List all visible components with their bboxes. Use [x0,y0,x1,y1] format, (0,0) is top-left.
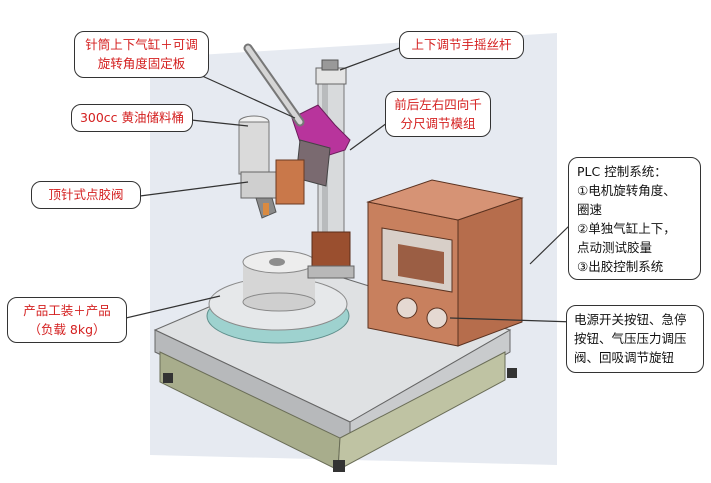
valve-copper [275,159,305,205]
cabinet-knob-left [396,297,418,319]
callout-plc: PLC 控制系统： ①电机旋转角度、 圈速 ②单独气缸上下， 点动测试胶量 ③出… [568,157,701,280]
screw-knob [321,59,339,71]
leader-module [349,122,388,151]
callout-grease-tank: 300cc 黄油储料桶 [71,104,193,132]
leader-lines [125,45,576,323]
callout-text: 分尺调节模组 [400,116,476,131]
leader-buttons [449,317,576,323]
callout-text: ③出胶控制系统 [577,259,664,274]
leader-grease-tank [190,119,249,127]
callout-valve: 顶针式点胶阀 [31,181,141,209]
leader-needle-cylinder [199,74,296,119]
callout-text: 阀、回吸调节旋钮 [574,350,675,365]
callout-needle-cylinder: 针筒上下气缸＋可调 旋转角度固定板 [74,31,209,78]
callout-text: 电源开关按钮、急停 [574,312,687,327]
callout-module: 前后左右四向千 分尺调节模组 [385,91,491,137]
product-bottom [242,292,316,312]
foot-mid [333,460,345,472]
callout-text: 点动测试胶量 [577,240,653,255]
leader-plc [529,225,570,265]
leader-valve [139,181,249,197]
callout-text: PLC 控制系统： [577,164,667,179]
callout-text: 旋转角度固定板 [97,56,186,71]
leader-screw-rod [339,45,406,71]
callout-text: 顶针式点胶阀 [48,187,124,202]
callout-text: 前后左右四向千 [394,97,482,112]
callout-text: 针筒上下气缸＋可调 [85,37,198,52]
leader-fixture [125,295,221,319]
valve-body [240,171,282,199]
callout-text: 按钮、气压压力调压 [574,331,687,346]
foot-right [507,368,517,378]
callout-screw-rod: 上下调节手摇丝杆 [399,31,524,59]
cabinet-knob-right [426,307,448,329]
cabinet-window-inner [398,244,444,284]
callout-text: 产品工装＋产品 [23,303,111,318]
foot-left [163,373,173,383]
callout-text: ②单独气缸上下， [577,221,676,236]
callout-text: 圈速 [577,202,603,217]
base-box-right [337,351,506,471]
callout-buttons: 电源开关按钮、急停 按钮、气压压力调压 阀、回吸调节旋钮 [566,305,704,373]
air-cylinder-rod-highlight [245,45,303,125]
product-hole [269,258,285,266]
callout-text: （负载 8kg） [28,322,106,337]
needle-tip [263,203,269,215]
cabinet-top [366,179,524,221]
callout-text: 300cc 黄油储料桶 [79,110,185,125]
grease-barrel-body [238,121,270,175]
cabinet-side [457,197,523,347]
callout-text: 上下调节手摇丝杆 [411,37,512,52]
callout-text: ①电机旋转角度、 [577,183,676,198]
callout-fixture: 产品工装＋产品 （负载 8kg） [7,297,127,343]
column-foot [307,265,355,279]
